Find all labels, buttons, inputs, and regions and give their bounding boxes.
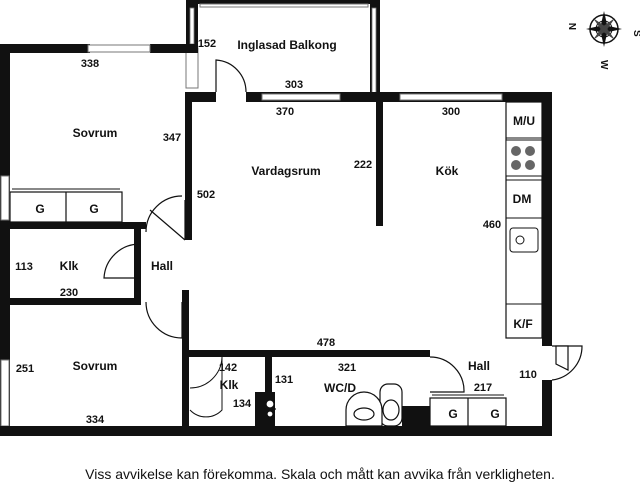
- room-label-hall-left: Hall: [151, 259, 173, 273]
- bathroom-fixtures: [264, 383, 403, 427]
- dim-338: 338: [81, 58, 99, 70]
- dim-134: 134: [233, 398, 252, 410]
- fixture-label-dm: DM: [513, 192, 532, 206]
- dim-222: 222: [354, 159, 372, 171]
- fixture-label-g1: G: [35, 202, 44, 216]
- dim-131: 131: [275, 374, 293, 386]
- dim-230: 230: [60, 287, 78, 299]
- dim-502: 502: [197, 189, 215, 201]
- compass-icon: [586, 11, 622, 47]
- dim-347: 347: [163, 132, 181, 144]
- dim-217: 217: [474, 382, 492, 394]
- fixture-label-g4: G: [490, 407, 499, 421]
- kitchen-counter: [505, 101, 543, 339]
- dim-300: 300: [442, 106, 460, 118]
- room-label-wcd: WC/D: [324, 381, 356, 395]
- compass-w-label: W: [598, 60, 609, 70]
- fixture-label-g3: G: [448, 407, 457, 421]
- room-label-hall-right: Hall: [468, 359, 490, 373]
- room-label-kok: Kök: [436, 164, 459, 178]
- dim-303: 303: [285, 79, 303, 91]
- dim-113: 113: [15, 261, 33, 273]
- room-label-vardagsrum: Vardagsrum: [251, 164, 320, 178]
- dim-251: 251: [16, 363, 34, 375]
- room-label-klk-mid: Klk: [220, 378, 239, 392]
- room-label-balkong: Inglasad Balkong: [237, 38, 336, 52]
- dim-152: 152: [198, 38, 216, 50]
- dim-478: 478: [317, 337, 335, 349]
- outer-walls: [0, 44, 552, 436]
- fixture-label-g2: G: [89, 202, 98, 216]
- doors: [103, 59, 583, 418]
- compass-n-label: N: [568, 23, 579, 30]
- wardrobes: [9, 188, 507, 427]
- dim-460: 460: [483, 219, 501, 231]
- room-label-sovrum-bottom: Sovrum: [73, 359, 118, 373]
- dim-321: 321: [338, 362, 356, 374]
- dim-142: 142: [219, 362, 237, 374]
- room-label-klk-left: Klk: [60, 259, 79, 273]
- floor-plan: N S W Inglasad Balkong Sovrum Vardagsrum…: [0, 0, 640, 436]
- fixture-label-mu: M/U: [513, 114, 535, 128]
- disclaimer-text: Viss avvikelse kan förekomma. Skala och …: [85, 466, 555, 482]
- dim-110: 110: [519, 369, 537, 381]
- fixture-label-kf: K/F: [513, 317, 532, 331]
- dim-334: 334: [86, 414, 105, 426]
- compass-s-label: S: [631, 30, 640, 37]
- dim-370: 370: [276, 106, 294, 118]
- room-label-sovrum-top: Sovrum: [73, 126, 118, 140]
